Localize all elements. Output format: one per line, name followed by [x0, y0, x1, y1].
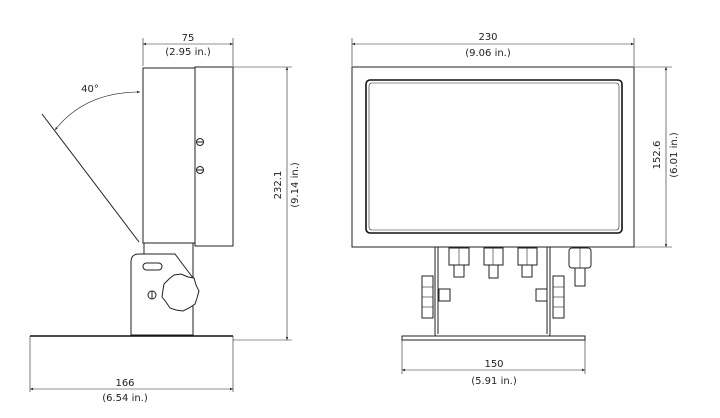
front-width-in: (9.06 in.) [465, 48, 511, 59]
front-height-in: (6.01 in.) [669, 132, 680, 178]
side-height-mm: 232.1 [273, 171, 284, 200]
side-height-in: (9.14 in.) [290, 162, 301, 208]
knob-icon [161, 273, 200, 312]
housing-front-face [351, 66, 635, 248]
side-base-dimension: 166 (6.54 in.) [30, 378, 233, 404]
front-width-mm: 230 [478, 32, 497, 43]
side-width-mm: 75 [182, 33, 195, 44]
front-width-dimension: 230 (9.06 in.) [351, 32, 635, 66]
bracket-width-dimension: 150 (5.91 in.) [401, 340, 586, 387]
side-base-mm: 166 [115, 378, 134, 389]
front-height-dimension: 152.6 (6.01 in.) [634, 66, 680, 248]
side-width-in: (2.95 in.) [165, 47, 211, 58]
front-height-mm: 152.6 [652, 141, 663, 170]
housing-back [142, 67, 196, 244]
housing-front [194, 66, 234, 247]
side-height-dimension: 232.1 (9.14 in.) [233, 66, 301, 341]
side-view: 75 (2.95 in.) 40° 166 (6. [29, 33, 301, 404]
screw-icon [196, 138, 204, 174]
side-width-dimension: 75 (2.95 in.) [142, 33, 234, 66]
front-view: 230 (9.06 in.) 152.6 (6.01 in.) [351, 32, 680, 387]
bracket-width-mm: 150 [484, 359, 503, 370]
cable-glands [448, 247, 592, 287]
bracket-width-in: (5.91 in.) [471, 376, 517, 387]
mount-bracket [130, 242, 200, 336]
tilt-angle-label: 40° [81, 84, 99, 95]
side-base-in: (6.54 in.) [102, 393, 148, 404]
tilt-angle-indicator: 40° [41, 84, 141, 243]
front-bracket [401, 247, 586, 341]
base-plate [29, 335, 234, 392]
display-screen [365, 79, 623, 234]
